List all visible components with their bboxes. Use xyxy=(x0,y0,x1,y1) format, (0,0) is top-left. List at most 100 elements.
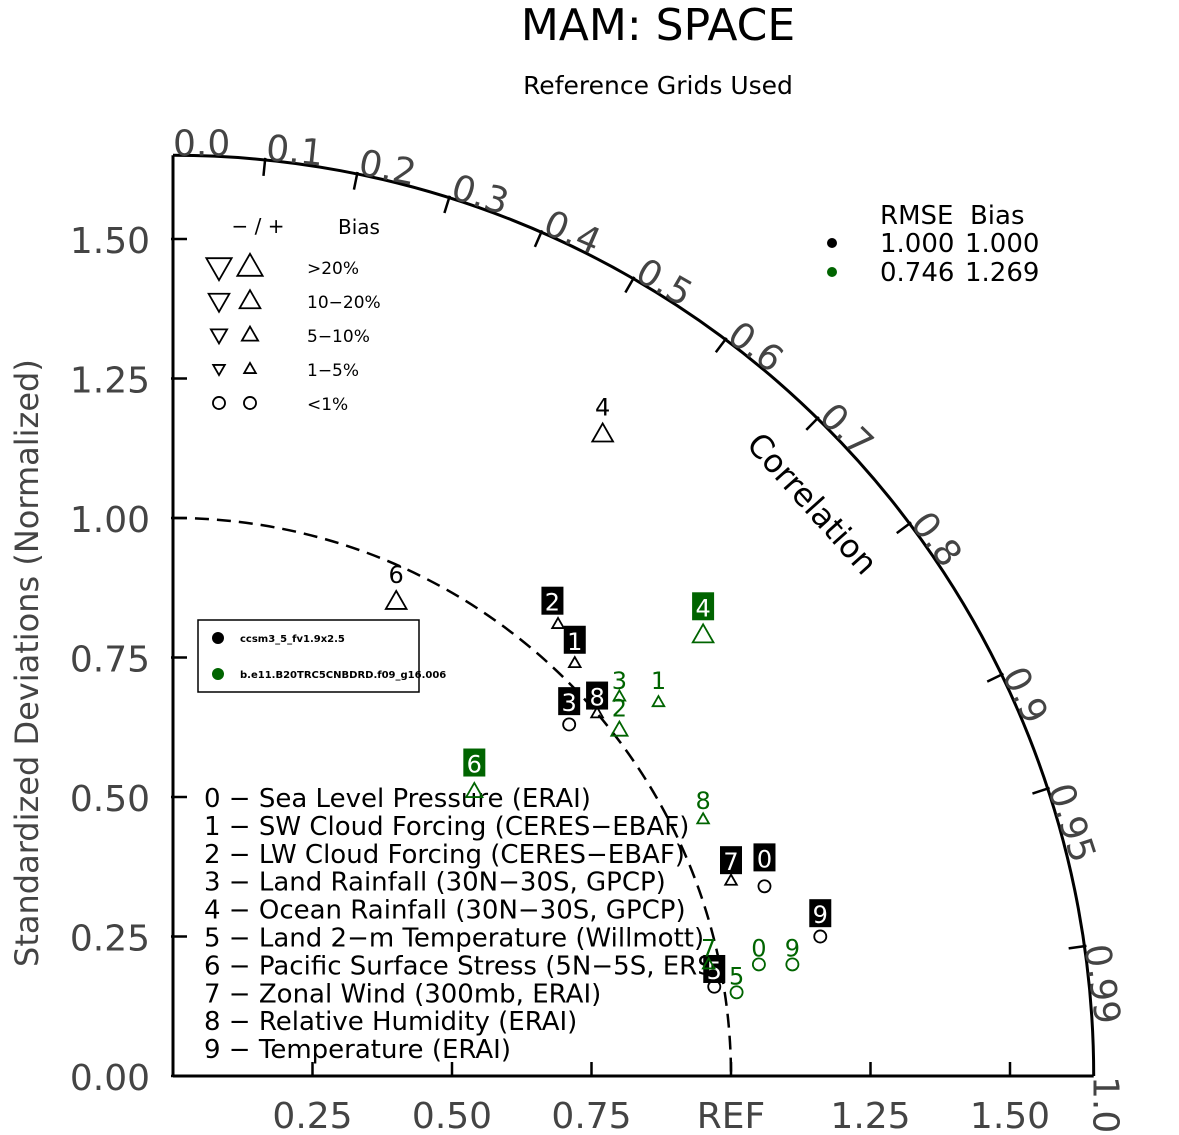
y-tick-label: 1.25 xyxy=(70,361,150,402)
rmse-series-dot-icon xyxy=(827,267,837,277)
case-legend-item: 6 − Pacific Surface Stress (5N−5S, ERS) xyxy=(204,951,724,981)
chart-title: MAM: SPACE xyxy=(521,0,795,51)
data-point-marker xyxy=(589,705,605,719)
data-point-marker xyxy=(757,879,772,894)
data-point-label: 7 xyxy=(723,848,738,876)
bias-legend-header-symbols: − / + xyxy=(232,214,285,238)
correlation-tick-label: 0.95 xyxy=(1039,779,1103,868)
rmse-value: 0.746 xyxy=(880,258,954,288)
correlation-tick xyxy=(896,521,912,535)
data-point-label: 1 xyxy=(651,667,666,695)
data-point-label-box xyxy=(558,687,581,716)
data-point-label: 8 xyxy=(589,684,604,712)
data-point-label: 9 xyxy=(813,901,828,929)
correlation-tick-label: 0.7 xyxy=(811,396,881,465)
chart-subtitle: Reference Grids Used xyxy=(523,71,793,100)
bias-negative-triangle-icon xyxy=(207,292,231,314)
bias-positive-triangle-icon xyxy=(238,288,262,310)
correlation-tick-label: 0.9 xyxy=(994,661,1056,730)
case-legend-item: 2 − LW Cloud Forcing (CERES−EBAF) xyxy=(204,840,685,870)
reference-arc xyxy=(172,516,733,1077)
data-point-marker xyxy=(550,616,566,629)
y-tick-label: 0.75 xyxy=(70,640,150,681)
bias-legend-label: 1−5% xyxy=(307,361,359,381)
data-point-label-box xyxy=(563,625,586,654)
bias-negative-triangle-icon xyxy=(211,364,227,377)
data-point-label: 4 xyxy=(695,594,710,622)
case-legend-item: 1 − SW Cloud Forcing (CERES−EBAF) xyxy=(204,812,689,842)
data-point-label: 0 xyxy=(751,935,766,963)
model-legend-dot-icon xyxy=(212,632,224,644)
model-legend-dot-icon xyxy=(212,668,224,680)
x-tick-label: 0.75 xyxy=(551,1096,631,1135)
bias-negative-circle-icon xyxy=(212,396,226,410)
data-point-marker xyxy=(609,719,630,737)
rmse-bias-header: RMSE Bias xyxy=(880,201,1025,231)
data-point-label: 1 xyxy=(567,628,582,656)
data-point-label-box xyxy=(463,748,486,777)
data-point-marker xyxy=(567,655,583,669)
y-tick-label: 1.50 xyxy=(70,221,150,262)
data-point-label-box xyxy=(692,592,715,621)
data-point-label-box xyxy=(753,843,776,872)
bias-positive-circle-icon xyxy=(243,396,257,410)
outer-arc xyxy=(172,153,1096,1077)
y-axis-label: Standardized Deviations (Normalized) xyxy=(8,359,46,967)
correlation-tick xyxy=(624,276,636,294)
bias-value: 1.000 xyxy=(965,229,1039,259)
correlation-tick xyxy=(262,157,267,176)
data-point-label: 2 xyxy=(545,589,560,617)
correlation-tick-label: 0.0 xyxy=(173,123,230,164)
bias-legend-label: 5−10% xyxy=(307,327,370,347)
correlation-tick xyxy=(443,195,452,214)
correlation-tick-label: 1.0 xyxy=(1085,1076,1126,1133)
x-tick-label: REF xyxy=(697,1096,765,1135)
correlation-tick xyxy=(714,337,728,353)
case-legend-item: 7 − Zonal Wind (300mb, ERAI) xyxy=(204,979,601,1009)
case-legend-item: 4 − Ocean Rainfall (30N−30S, GPCP) xyxy=(204,896,686,926)
correlation-tick xyxy=(1068,944,1087,950)
data-point-marker xyxy=(384,589,409,610)
reference-arc-line xyxy=(172,516,733,1077)
data-point-marker xyxy=(729,985,744,1000)
case-legend-item: 8 − Relative Humidity (ERAI) xyxy=(204,1007,577,1037)
correlation-tick-label: 0.4 xyxy=(538,203,607,263)
y-axis-ticks: 0.000.250.500.751.001.251.50 xyxy=(70,221,187,1099)
bias-negative-triangle-icon xyxy=(209,328,229,346)
data-point-label: 5 xyxy=(729,963,744,991)
data-point-marker xyxy=(562,717,577,732)
bias-legend-label: >20% xyxy=(307,259,359,279)
correlation-tick-label: 0.1 xyxy=(264,128,325,175)
data-point-label-box xyxy=(720,846,742,875)
bias-positive-triangle-icon xyxy=(235,251,265,277)
data-point-marker xyxy=(785,957,800,972)
correlation-tick xyxy=(805,416,820,431)
data-point-label-box xyxy=(809,899,832,928)
data-point-marker xyxy=(464,781,484,798)
x-tick-label: 1.50 xyxy=(970,1096,1050,1135)
data-point-label: 6 xyxy=(389,561,404,589)
correlation-tick xyxy=(352,171,359,190)
data-point-label-box xyxy=(541,586,564,615)
bias-legend: − / + Bias >20%10−20%5−10%1−5%<1% xyxy=(204,214,381,415)
data-point-label: 2 xyxy=(612,695,627,723)
data-point-marker xyxy=(651,694,666,708)
correlation-tick xyxy=(986,672,1004,683)
correlation-tick-label: 0.99 xyxy=(1076,942,1128,1027)
bias-legend-header-label: Bias xyxy=(338,215,380,239)
data-point-marker xyxy=(813,929,828,944)
x-tick-label: 1.25 xyxy=(830,1096,910,1135)
plot-frame xyxy=(171,153,1096,1078)
case-legend-item: 5 − Land 2−m Temperature (Willmott) xyxy=(204,924,704,954)
data-point-marker xyxy=(723,872,739,886)
bias-positive-triangle-icon xyxy=(240,324,260,342)
bias-value: 1.269 xyxy=(965,258,1039,288)
data-point-label: 8 xyxy=(695,787,710,815)
correlation-tick xyxy=(533,229,544,248)
model-legend-box xyxy=(197,619,420,693)
data-point-marker xyxy=(701,956,717,970)
